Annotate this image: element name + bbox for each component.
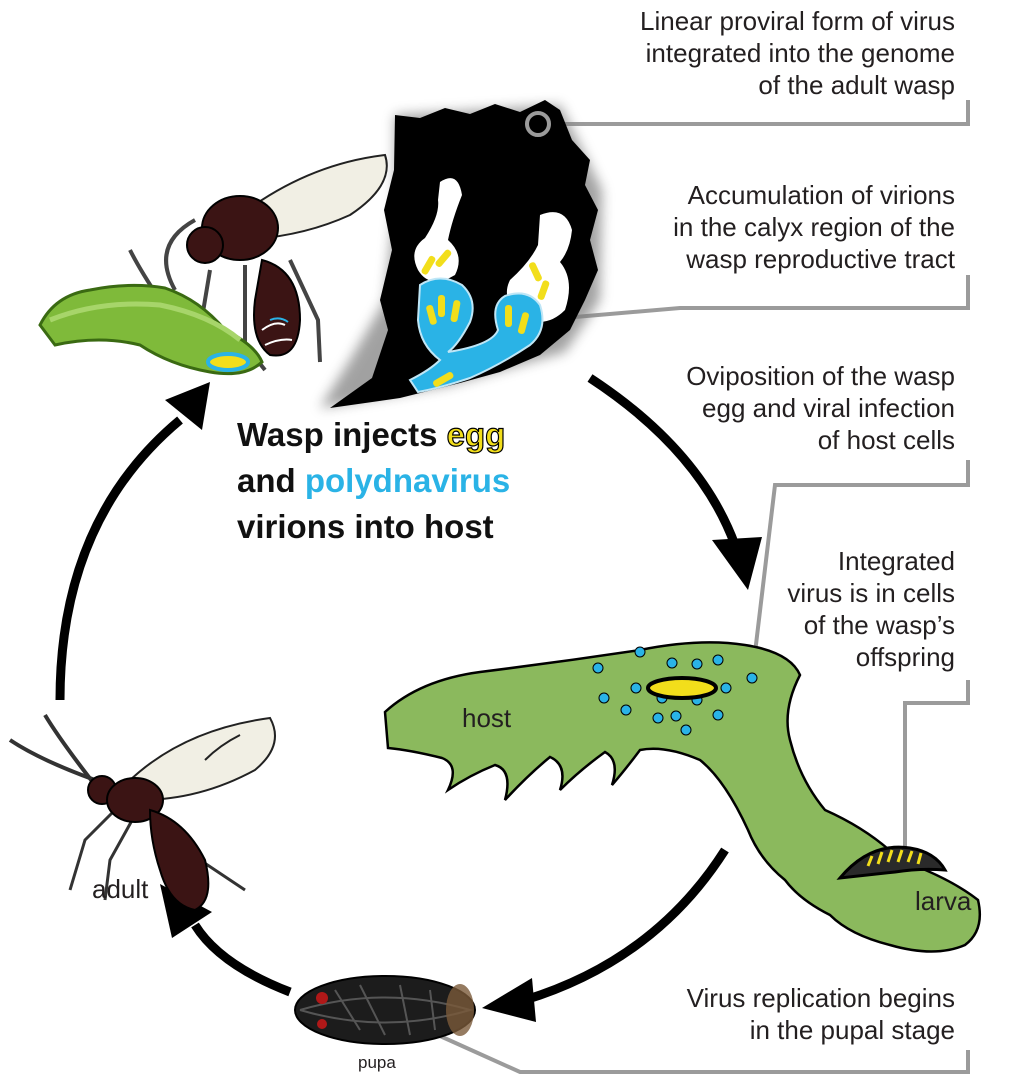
adult-thorax — [106, 777, 164, 823]
svg-text:virus is in cells: virus is in cells — [787, 578, 955, 608]
adult-wing — [123, 716, 276, 802]
svg-text:offspring: offspring — [856, 642, 955, 672]
label-adult: adult — [92, 874, 149, 904]
annotation-calyx: Accumulation of virions in the calyx reg… — [673, 180, 956, 274]
host-caterpillar — [383, 641, 982, 953]
annotation-pupal: Virus replication begins in the pupal st… — [687, 983, 955, 1045]
arrow-to-pupa-head — [482, 978, 536, 1022]
annotation-provirus: Linear proviral form of virus integrated… — [640, 6, 955, 100]
svg-text:Accumulation of virions: Accumulation of virions — [688, 180, 955, 210]
wasp-on-caterpillar — [38, 153, 388, 376]
pupa — [294, 975, 476, 1045]
label-larva: larva — [915, 886, 972, 916]
headline-line3: virions into host — [237, 508, 494, 545]
arrow-to-wasp — [55, 416, 183, 701]
svg-text:wasp reproductive tract: wasp reproductive tract — [685, 244, 956, 274]
wasp-egg — [646, 676, 718, 700]
wasp-head — [186, 226, 224, 264]
svg-text:Wasp injects egg: Wasp injects egg — [237, 416, 505, 453]
virions — [421, 249, 550, 387]
headline-line2-prefix: and — [237, 462, 305, 499]
svg-text:egg and viral infection: egg and viral infection — [702, 393, 955, 423]
svg-text:and polydnavirus: and polydnavirus — [237, 462, 510, 499]
arrow-to-pupa — [523, 847, 729, 1005]
arrow-to-adult — [191, 922, 292, 997]
adult-wasp — [8, 713, 276, 912]
leader-offspring — [903, 680, 970, 855]
headline-egg: egg — [447, 416, 506, 453]
headline: Wasp injects egg and polydnavirus virion… — [237, 415, 510, 545]
svg-text:in the pupal stage: in the pupal stage — [750, 1015, 955, 1045]
host-body — [383, 641, 982, 953]
adult-abdomen — [148, 808, 210, 912]
svg-text:Oviposition of the wasp: Oviposition of the wasp — [686, 361, 955, 391]
svg-text:Virus replication begins: Virus replication begins — [687, 983, 955, 1013]
arrow-to-host-head — [712, 537, 762, 590]
label-pupa: pupa — [358, 1053, 396, 1072]
leader-calyx — [539, 275, 970, 322]
leader-lines — [439, 100, 970, 1074]
headline-polydnavirus: polydnavirus — [305, 462, 510, 499]
wasp-abdomen — [253, 258, 302, 357]
pupa-eye — [316, 992, 328, 1004]
headline-line1-prefix: Wasp injects — [237, 416, 447, 453]
annotation-offspring: Integrated virus is in cells of the wasp… — [787, 546, 955, 672]
genome-marker — [525, 111, 551, 137]
arrow-to-host — [587, 374, 740, 547]
reproductive-tract — [320, 100, 602, 408]
leader-oviposition — [750, 460, 970, 679]
svg-text:Integrated: Integrated — [838, 546, 955, 576]
svg-text:in the calyx region of the: in the calyx region of the — [673, 212, 955, 242]
svg-text:Linear proviral form of virus: Linear proviral form of virus — [640, 6, 955, 36]
svg-text:integrated into the genome: integrated into the genome — [646, 38, 955, 68]
leader-pupal — [439, 1034, 970, 1074]
svg-text:of host cells: of host cells — [818, 425, 955, 455]
wasp-larva — [836, 845, 948, 880]
svg-text:of the adult wasp: of the adult wasp — [758, 70, 955, 100]
egg-inside-caterpillar — [206, 352, 250, 372]
annotation-oviposition: Oviposition of the wasp egg and viral in… — [686, 361, 955, 455]
leader-provirus — [552, 100, 970, 126]
svg-text:of the wasp’s: of the wasp’s — [804, 610, 955, 640]
arrow-to-wasp-head — [165, 382, 210, 430]
label-host: host — [462, 703, 512, 733]
